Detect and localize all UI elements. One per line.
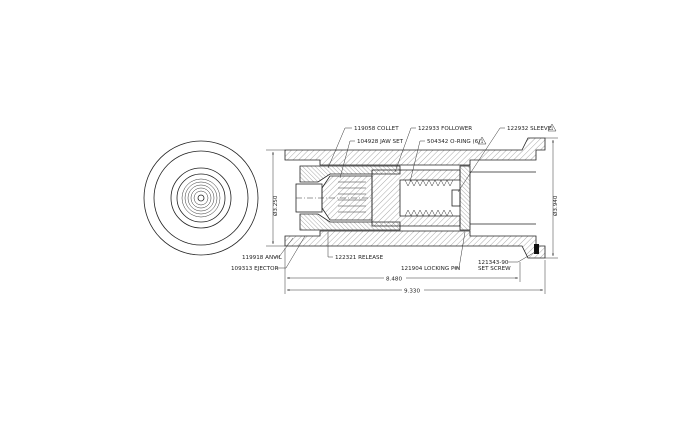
- section-view: [284, 137, 546, 259]
- svg-text:1: 1: [481, 139, 484, 144]
- callout-jaw-set: 104928 JAW SET: [357, 139, 404, 145]
- callout-set-screw: SET SCREW: [478, 266, 511, 272]
- set-screw-mark: [534, 244, 539, 254]
- callout-set-screw-pn: 121343-90: [478, 260, 509, 266]
- callout-ejector: 109313 EJECTOR: [231, 266, 279, 272]
- dim-inner-diameter: Ø3.250: [272, 195, 279, 216]
- callout-anvil: 119918 ANVIL: [242, 255, 283, 261]
- dim-length-short: 8.480: [386, 277, 402, 283]
- callout-release: 122321 RELEASE: [335, 255, 384, 261]
- dimensions: Ø3.250 Ø3.940 8.480 9.330: [266, 137, 559, 295]
- callout-o-ring: 504342 O-RING (6): [427, 139, 480, 145]
- callout-locking-pin: 121904 LOCKING PIN: [401, 266, 460, 272]
- svg-text:1: 1: [551, 126, 554, 131]
- callout-sleeve: 122932 SLEEVE: [507, 126, 552, 132]
- end-view: [143, 140, 259, 256]
- revision-triangle: [547, 123, 557, 132]
- callout-follower: 122933 FOLLOWER: [418, 126, 472, 132]
- callouts: 119058 COLLET 104928 JAW SET 122933 FOLL…: [231, 123, 557, 272]
- dim-length-overall: 9.330: [404, 289, 420, 295]
- callout-collet: 119058 COLLET: [354, 126, 399, 132]
- dim-outer-diameter: Ø3.940: [552, 195, 559, 216]
- revision-triangle: [477, 136, 487, 145]
